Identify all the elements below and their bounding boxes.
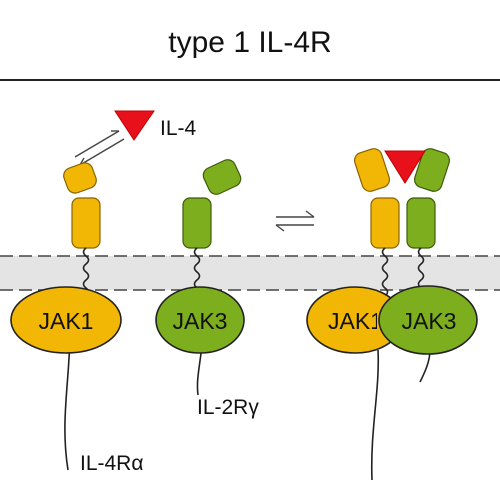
- complex-equilibrium-arrow: [275, 210, 315, 232]
- complex-bound-il4: [384, 150, 426, 184]
- complex-jak3-kinase: [378, 285, 478, 355]
- complex-jak1-label: JAK1: [328, 308, 383, 334]
- cell-membrane: [0, 255, 500, 291]
- complex-il4ra: [353, 148, 400, 297]
- complex-il2rg-tail: [419, 349, 431, 383]
- il4-ligand: [114, 110, 155, 141]
- il4ra-label: IL-4Rα: [80, 452, 144, 475]
- binding-equilibrium-arrow: [74, 130, 125, 166]
- il2rg-receptor: [182, 159, 242, 297]
- jak1-kinase: [10, 286, 122, 354]
- il4-ligand-label: IL-4: [160, 117, 197, 140]
- il4ra-receptor: [63, 162, 101, 297]
- complex-il2rg: [406, 148, 451, 297]
- jak3-kinase: [155, 286, 245, 354]
- jak1-label: JAK1: [39, 308, 94, 334]
- diagram-title: type 1 IL-4R: [168, 26, 332, 59]
- il2rg-label: IL-2Rγ: [197, 396, 259, 419]
- complex-il4ra-tail: [370, 349, 380, 481]
- complex-jak3-label: JAK3: [402, 308, 457, 334]
- jak3-label: JAK3: [173, 308, 228, 334]
